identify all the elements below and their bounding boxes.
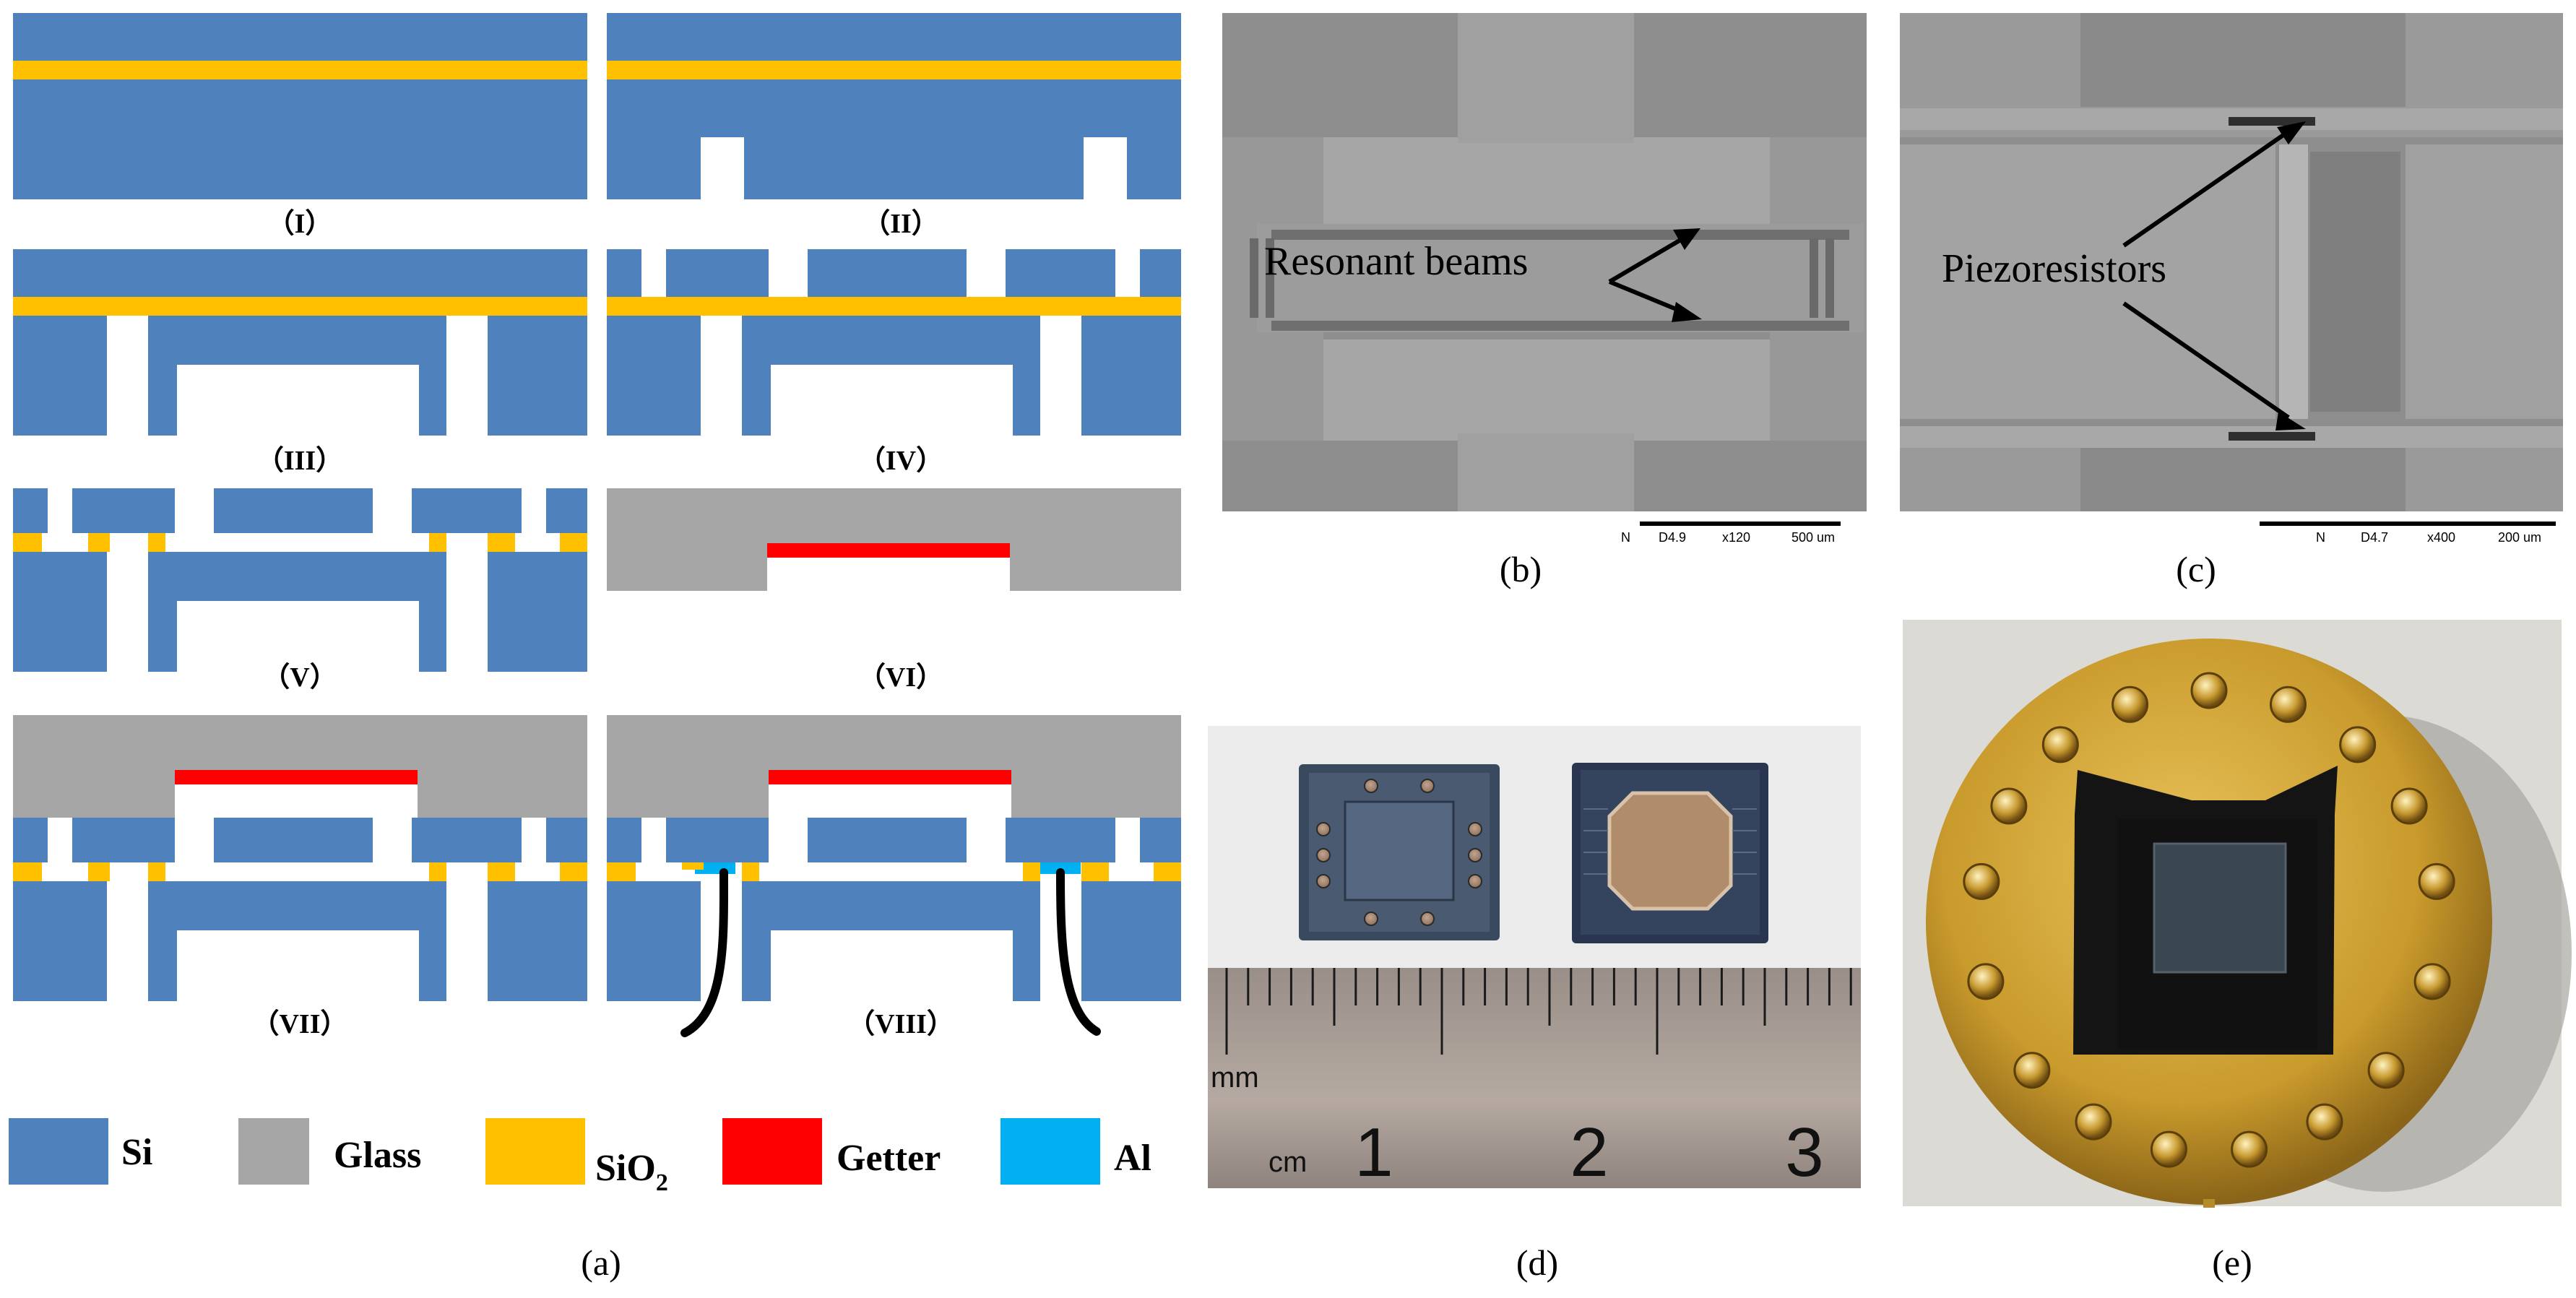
caption-a: (a) [581, 1242, 621, 1283]
step-label-vi: （VI） [858, 662, 943, 693]
caption-d: (d) [1516, 1242, 1558, 1283]
sem-c-mag: x400 [2427, 530, 2455, 545]
step-v-diagram [13, 488, 587, 672]
step-label-i: （I） [267, 209, 333, 239]
header-pin [2418, 862, 2455, 900]
step-vii-diagram [13, 715, 587, 1001]
step-label-viii: （VIII） [847, 1009, 954, 1039]
sem-c-detector: N [2316, 530, 2325, 545]
header-pins [1963, 672, 2455, 1168]
header-pin [1963, 862, 2000, 900]
sem-c-length: 200 um [2498, 530, 2541, 545]
step-label-iv: （IV） [858, 446, 943, 476]
step-iv-diagram [607, 249, 1181, 436]
header-pin [2413, 963, 2451, 1000]
sem-b-mag: x120 [1722, 530, 1750, 545]
legend-label-glass: Glass [334, 1135, 421, 1176]
step-label-vii: （VII） [251, 1009, 347, 1039]
sem-image-b: Resonant beams N D4.9 x120 500 um (b) [1222, 13, 1867, 589]
legend-swatch-glass [238, 1118, 309, 1185]
arrows-piezoresistors [2122, 129, 2290, 420]
scale-bar-c [2260, 522, 2556, 526]
step-label-ii: （II） [863, 209, 939, 239]
ruler-ticks [1225, 968, 1852, 1055]
legend-swatch-sio2 [485, 1118, 585, 1185]
legend: Si Glass SiO2 Getter Al [9, 1118, 1151, 1196]
ruler-unit-mm: mm [1211, 1062, 1259, 1094]
step-label-v: （V） [262, 662, 337, 693]
caption-b: (b) [1500, 549, 1542, 589]
ruler-number-2: 2 [1570, 1114, 1608, 1191]
caption-c: (c) [2176, 549, 2216, 589]
ruler [1208, 968, 1861, 1188]
annotation-piezoresistors: Piezoresistors [1942, 246, 2166, 291]
header-pin [2075, 1103, 2112, 1141]
header-pin [2367, 1052, 2405, 1089]
legend-swatch-getter [722, 1118, 822, 1185]
sem-b-code: D4.9 [1659, 530, 1686, 545]
header-pin [2306, 1103, 2343, 1141]
bond-wire-right [1056, 868, 1101, 1036]
sem-b-length: 500 um [1791, 530, 1835, 545]
ruler-number-3: 3 [1785, 1114, 1823, 1191]
chip-front-view [1299, 764, 1500, 940]
scale-bar-b [1640, 522, 1841, 526]
arrowhead-down-c [2275, 412, 2306, 430]
legend-label-getter: Getter [837, 1138, 941, 1179]
photo-packaged-sensor: (e) [1903, 620, 2572, 1283]
legend-swatch-si [9, 1118, 108, 1185]
legend-label-al: Al [1114, 1138, 1151, 1179]
legend-label-sio2: SiO2 [595, 1148, 668, 1196]
header-pin [2269, 685, 2307, 723]
step-ii-diagram [607, 13, 1181, 199]
photo-chips-ruler: mm cm 1 2 3 (d) [1208, 726, 1861, 1283]
step-iii-diagram [13, 249, 587, 436]
sem-image-c: Piezoresistors N D4.7 x400 200 um (c) [1900, 13, 2563, 589]
header-pin [2112, 685, 2149, 723]
header-pin [2013, 1052, 2051, 1089]
step-label-iii: （III） [256, 446, 343, 476]
annotation-resonant-beams: Resonant beams [1264, 239, 1528, 284]
legend-label-si: Si [121, 1132, 152, 1173]
legend-swatch-al [1000, 1118, 1100, 1185]
header-pin [2190, 672, 2228, 709]
header-pin [2231, 1130, 2268, 1168]
ruler-unit-cm: cm [1268, 1146, 1307, 1178]
legend-label-sio2-sub: 2 [656, 1169, 668, 1196]
header-pin [2339, 726, 2377, 763]
header-pin [1967, 963, 2005, 1000]
arrowhead-up-b [1673, 228, 1700, 250]
arrowhead-up-c [2277, 121, 2306, 144]
sem-b-detector: N [1621, 530, 1630, 545]
step-i-diagram [13, 13, 587, 199]
step-viii-diagram [607, 715, 1181, 1037]
caption-e: (e) [2212, 1242, 2252, 1283]
step-vi-diagram [607, 488, 1181, 591]
legend-label-sio2-main: SiO [595, 1148, 656, 1189]
header-pin [2041, 726, 2079, 763]
ruler-number-1: 1 [1354, 1114, 1393, 1191]
process-flow-panel: （I） （II） （III） （IV） [9, 13, 1181, 1283]
header-pin [2390, 787, 2428, 825]
sem-c-code: D4.7 [2361, 530, 2388, 545]
arrowhead-down-b [1672, 302, 1702, 322]
header-pin [2150, 1130, 2187, 1168]
chip-back-view [1572, 763, 1768, 943]
header-pin [1990, 787, 2028, 825]
bond-wire-left [680, 868, 729, 1037]
arrows-resonant-beams [1608, 236, 1685, 314]
